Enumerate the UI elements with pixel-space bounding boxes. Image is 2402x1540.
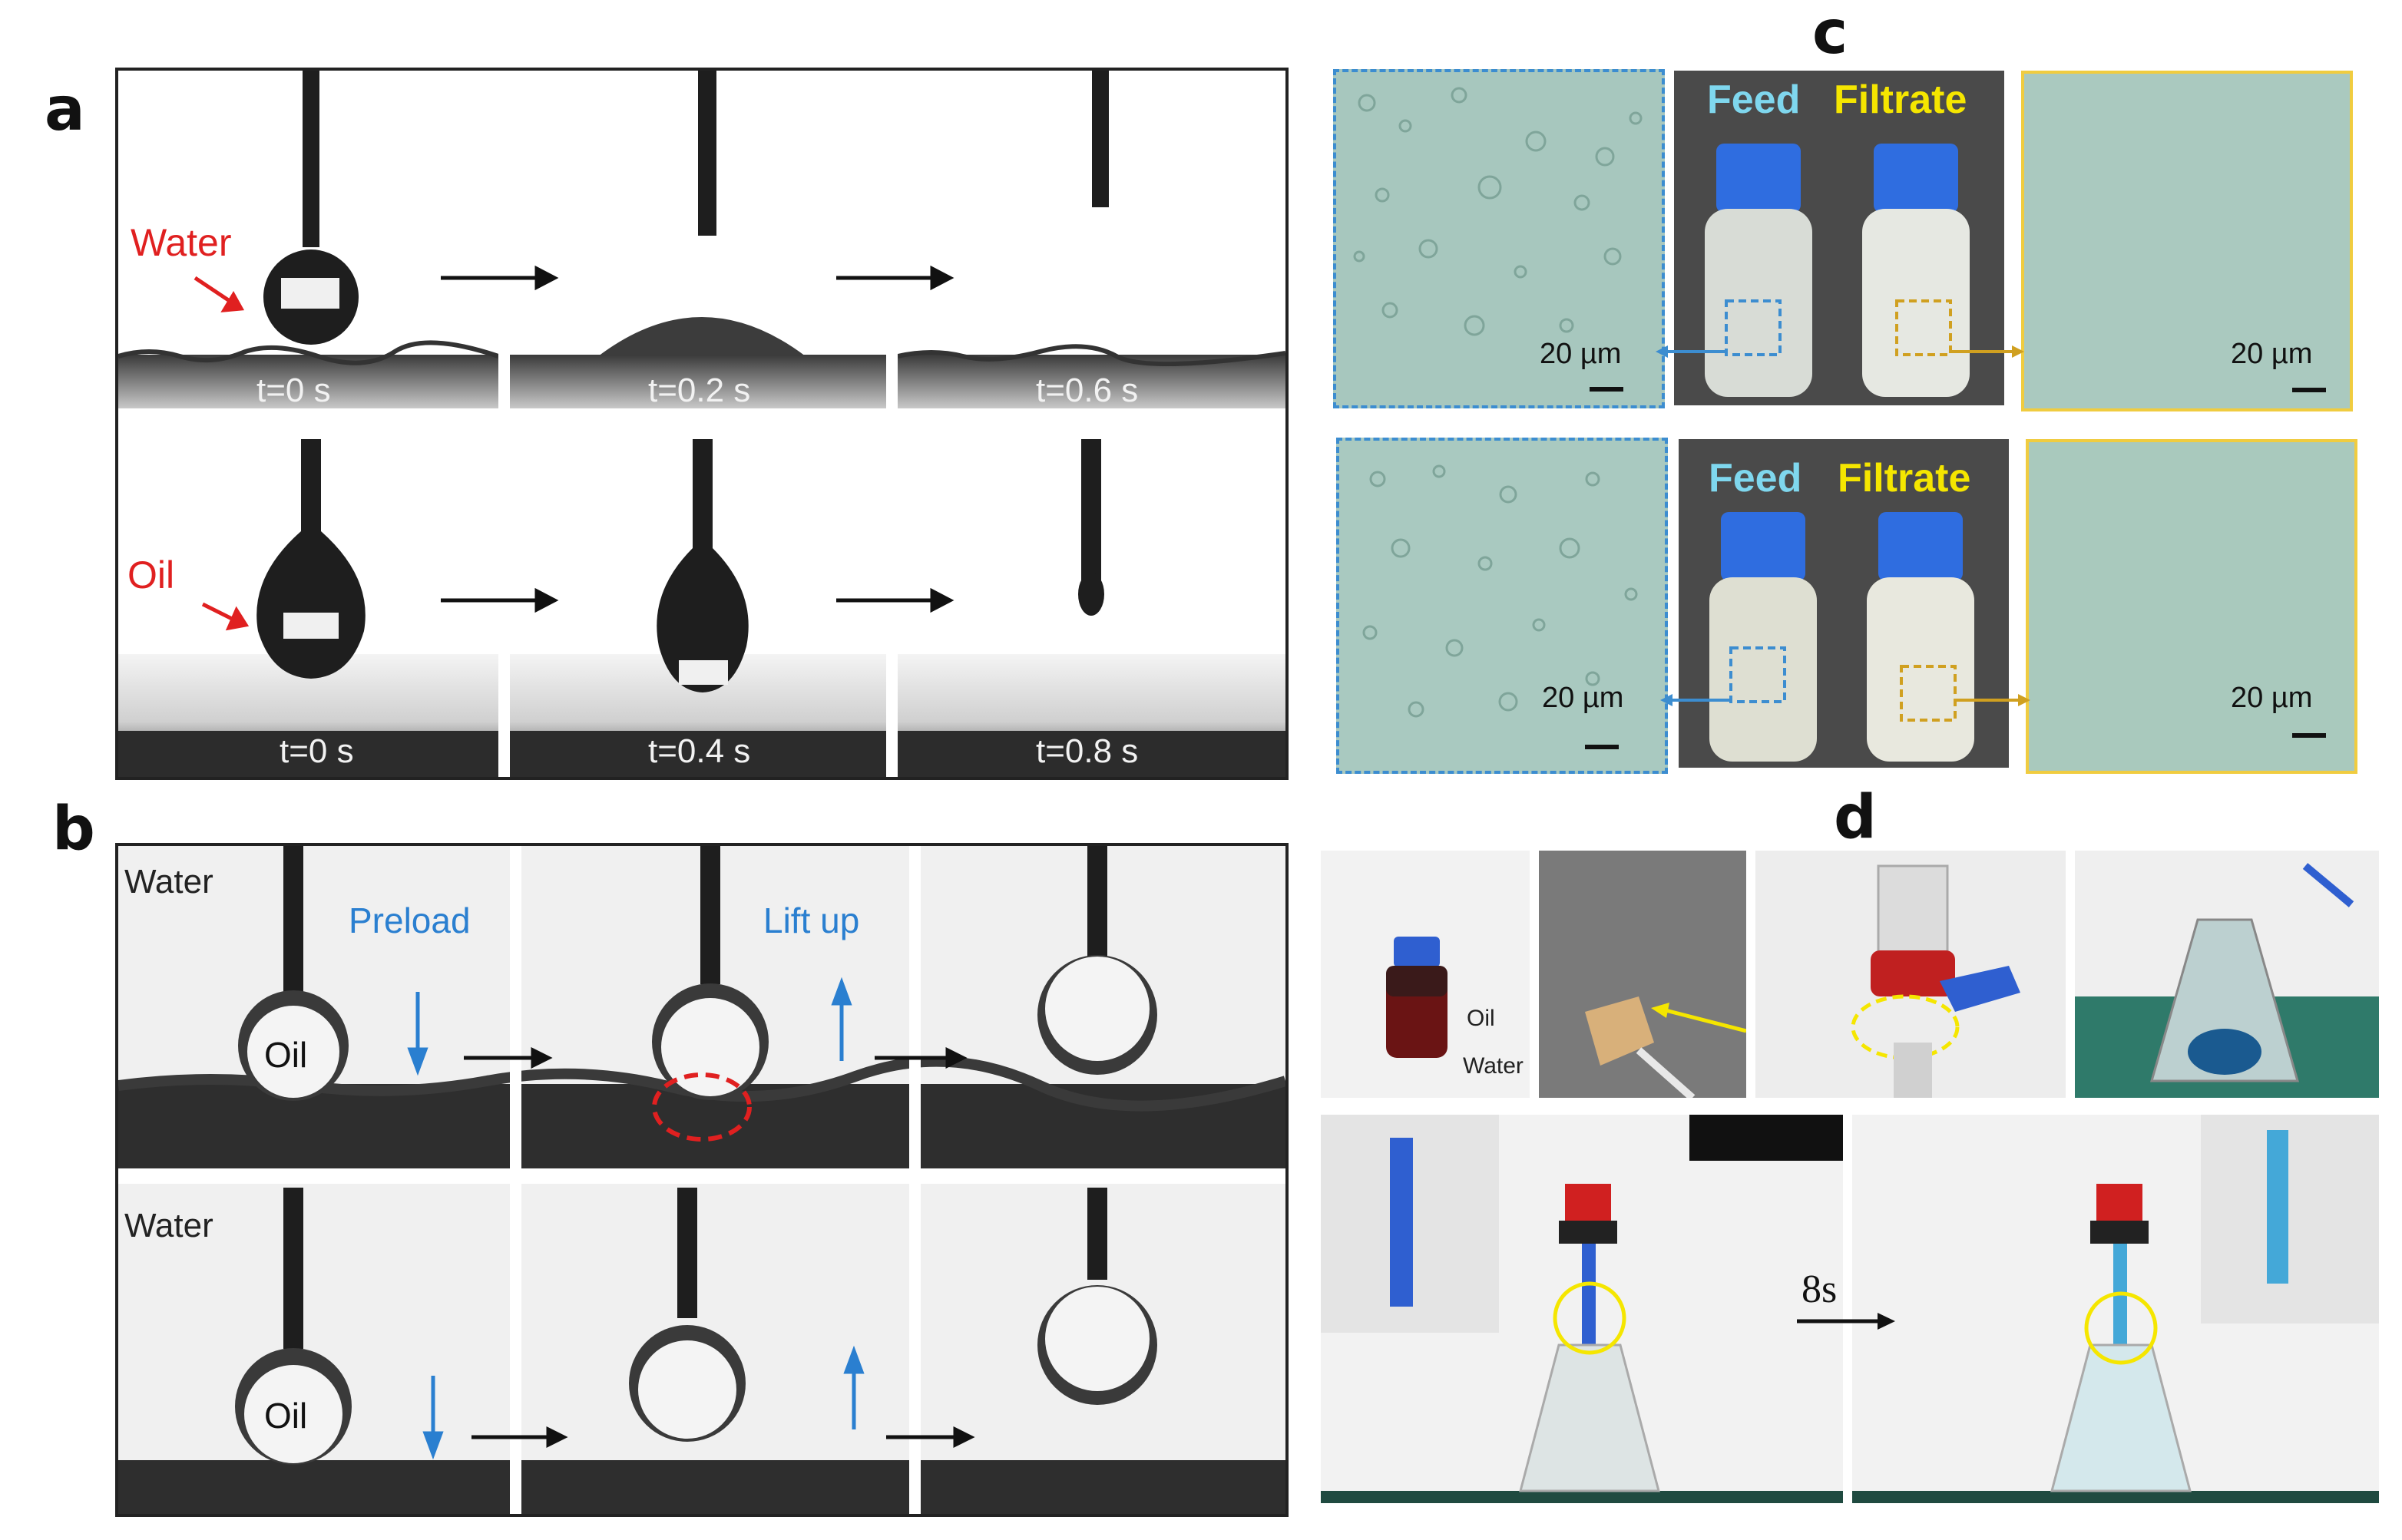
panel-b: Water Oil Preload Lift up Water Oil — [115, 843, 1289, 1517]
time-label-a1-2: t=0.2 s — [648, 372, 751, 409]
preload-label: Preload — [349, 901, 471, 940]
time-label-a2-1: t=0 s — [280, 732, 354, 770]
d-before-drawing — [1321, 1115, 1843, 1503]
time-label-a2-2: t=0.4 s — [648, 732, 751, 770]
micrograph-feed-2 — [1336, 438, 1668, 774]
scale-bar-label-c1-left: 20 µm — [1540, 338, 1622, 370]
panel-a-drawing — [117, 71, 1286, 777]
d-oil-label: Oil — [1467, 1006, 1495, 1031]
d-water-label: Water — [1463, 1053, 1524, 1079]
panel-label-a: a — [45, 75, 85, 144]
micrograph-filtrate-2 — [2026, 439, 2357, 774]
scale-bar-label-c1-right: 20 µm — [2231, 338, 2313, 370]
d-flask-drawing — [2075, 851, 2379, 1082]
water-label-b1: Water — [124, 863, 213, 901]
panel-b-drawing — [117, 846, 1288, 1514]
scale-bar-c2-right — [2292, 733, 2326, 738]
oil-drop-label-b2: Oil — [264, 1396, 308, 1436]
filtrate-label-1: Filtrate — [1834, 78, 1967, 122]
d-bottle-drawing — [1386, 937, 1447, 1058]
filtrate-label-2: Filtrate — [1838, 456, 1971, 501]
panel-label-b: b — [52, 795, 95, 864]
lift-up-label: Lift up — [763, 901, 860, 940]
feed-droplets-2 — [1362, 464, 1638, 749]
feed-label-1: Feed — [1707, 78, 1801, 122]
panel-a: Water Oil t=0 s t=0.2 s t=0.6 s t=0 s t=… — [115, 68, 1289, 780]
feed-label-2: Feed — [1709, 456, 1802, 501]
bottles-drawing-2 — [1709, 512, 1974, 762]
d-time-arrow — [1797, 1313, 1895, 1330]
d-after-drawing — [1852, 1115, 2379, 1503]
d-time-label: 8s — [1802, 1267, 1838, 1311]
oil-drop-label-b1: Oil — [264, 1035, 308, 1075]
d-filter-drawing — [1851, 864, 2020, 1098]
scale-bar-label-c2-left: 20 µm — [1542, 682, 1624, 714]
water-label-b2: Water — [124, 1207, 213, 1244]
time-label-a2-3: t=0.8 s — [1036, 732, 1139, 770]
micrograph-feed-1 — [1333, 69, 1665, 408]
panel-label-c: c — [1812, 0, 1848, 68]
oil-label-a: Oil — [127, 554, 175, 597]
feed-droplets-1 — [1353, 87, 1643, 392]
water-label-a: Water — [131, 221, 232, 264]
d-membrane-drawing — [1585, 996, 1746, 1098]
panel-label-d: d — [1834, 783, 1877, 852]
time-label-a1-1: t=0 s — [256, 372, 331, 409]
scale-bar-c1-right — [2292, 388, 2326, 392]
scale-bar-label-c2-right: 20 µm — [2231, 682, 2313, 714]
bottles-drawing-1 — [1705, 144, 1970, 397]
micrograph-filtrate-1 — [2021, 71, 2353, 411]
time-label-a1-3: t=0.6 s — [1036, 372, 1139, 409]
panel-c-connectors — [1656, 345, 2030, 706]
